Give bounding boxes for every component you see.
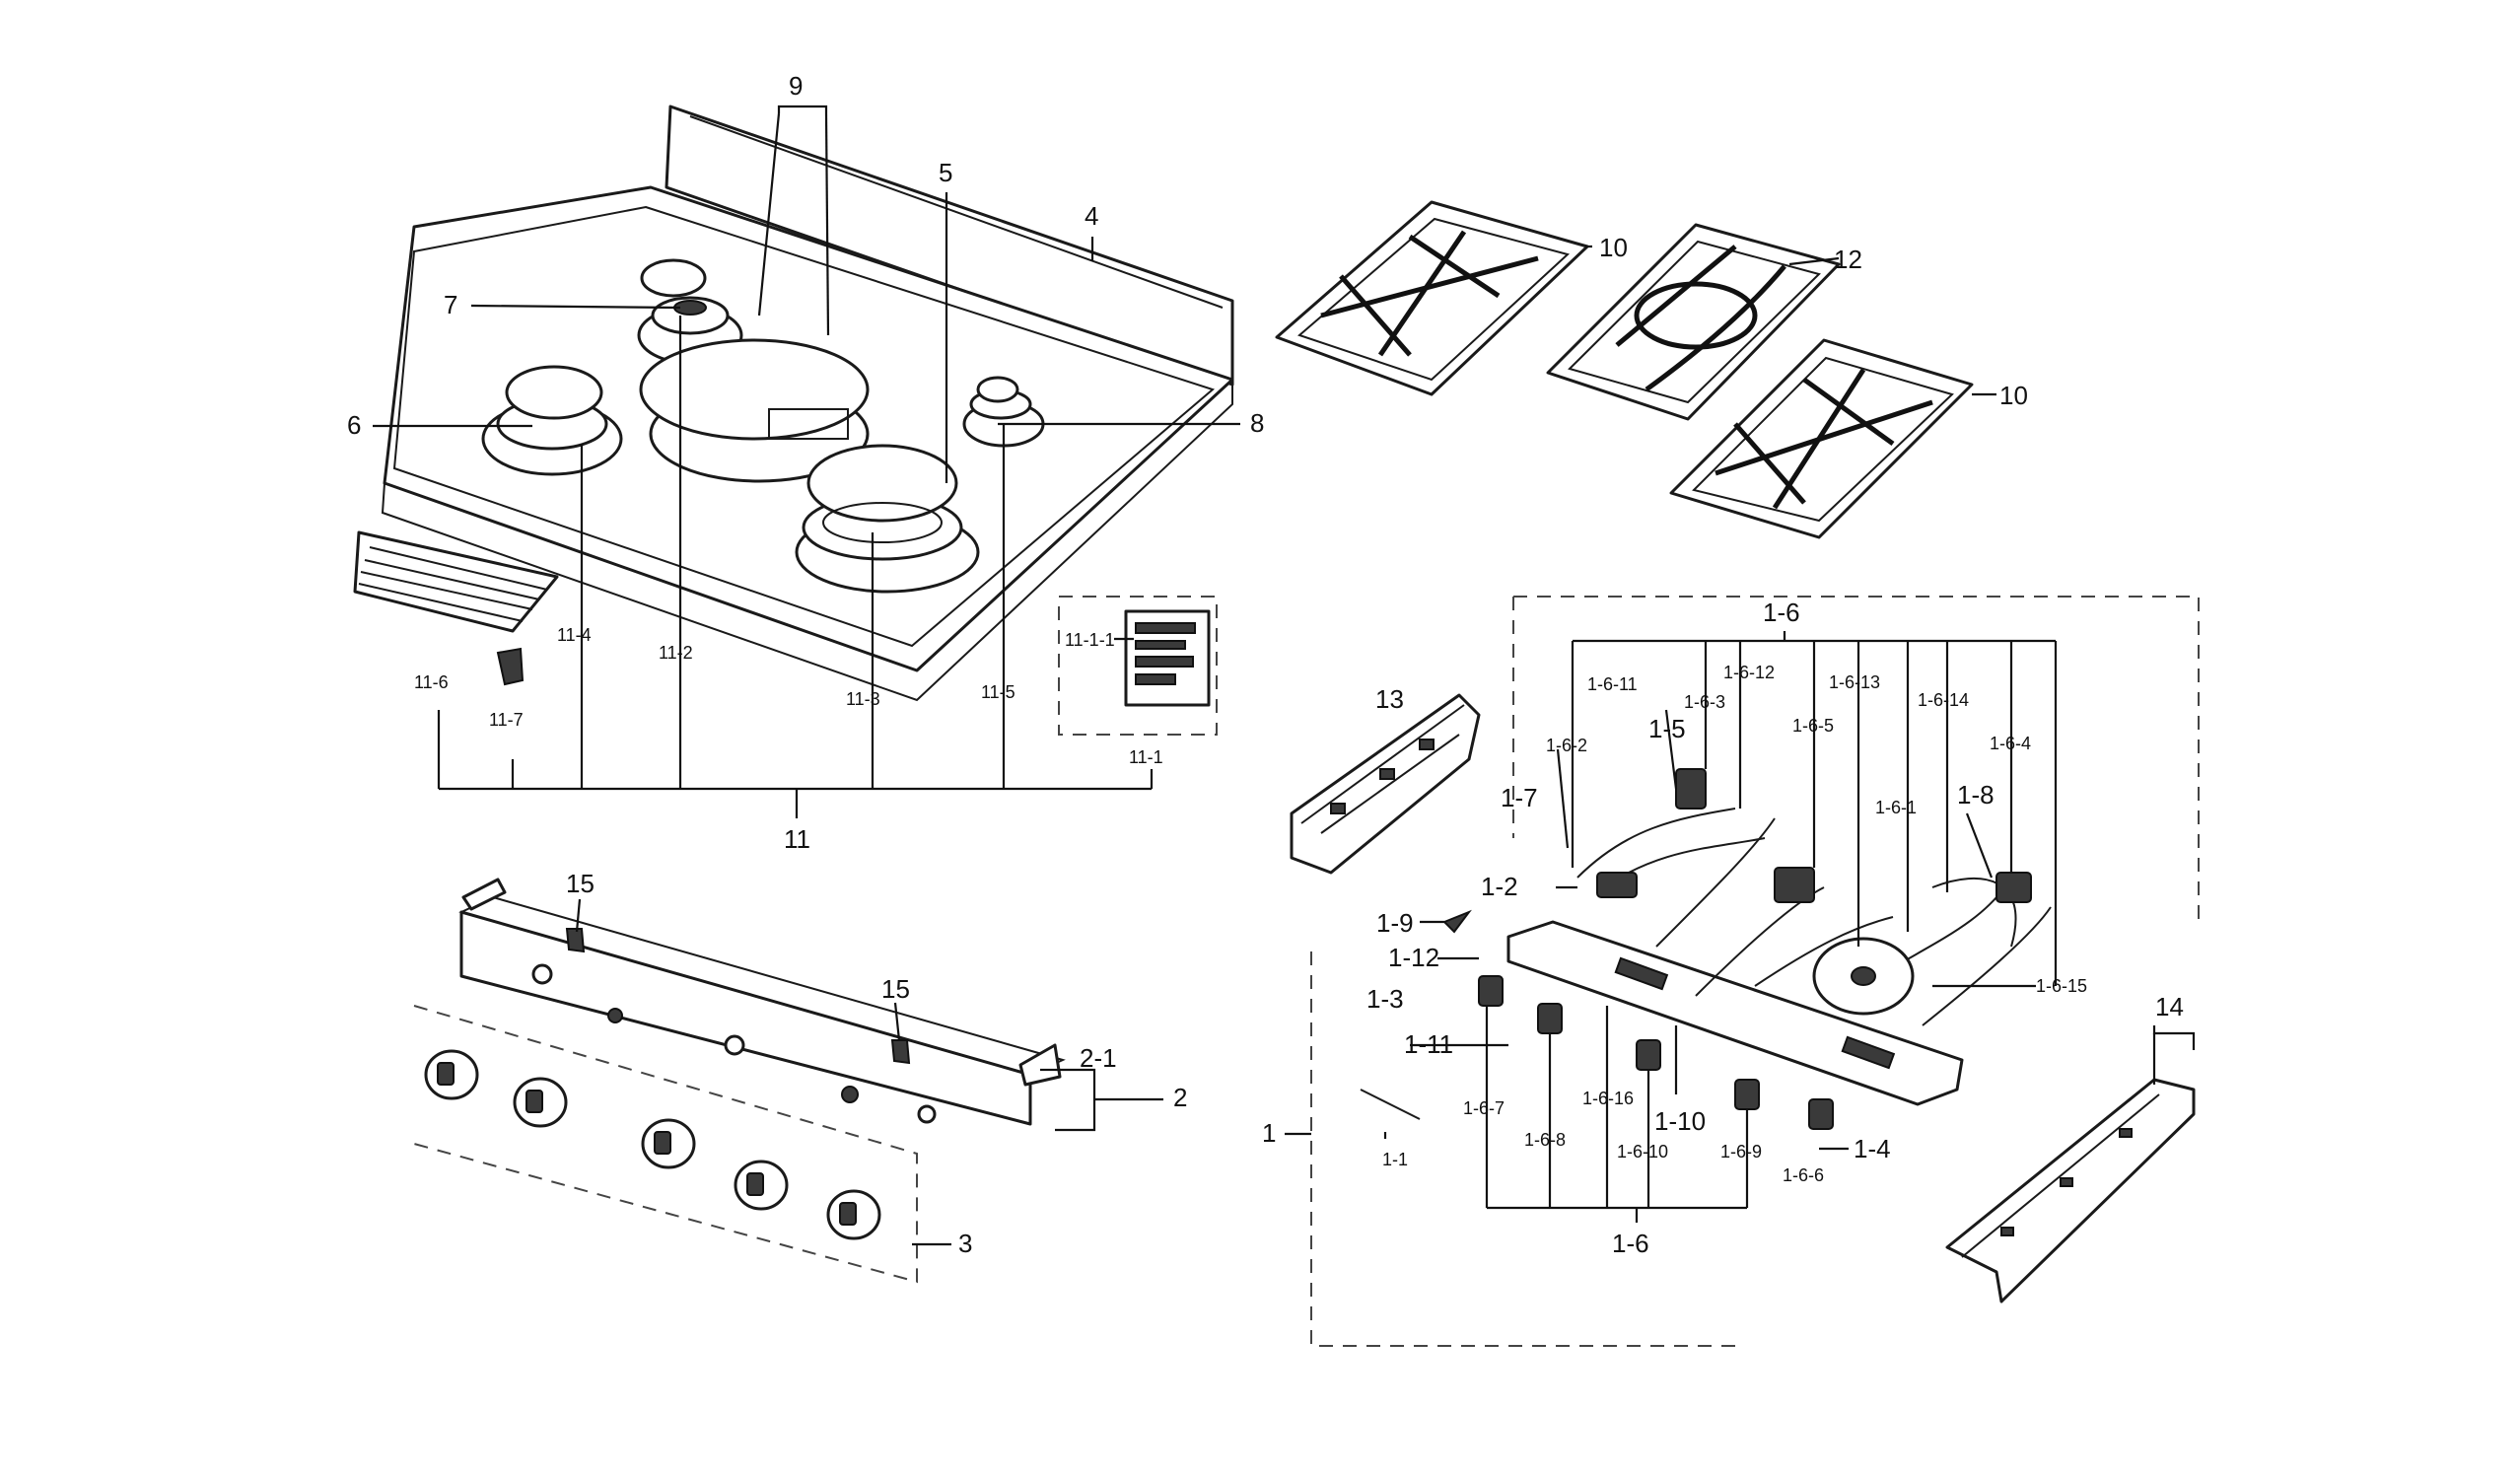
callout-11-3: 11-3: [846, 689, 880, 709]
callout-1-6-11: 1-6-11: [1587, 674, 1638, 694]
callout-5: 5: [939, 158, 952, 187]
callout-4: 4: [1085, 201, 1098, 231]
burner-left-front: [481, 365, 623, 476]
callout-11-5: 11-5: [981, 682, 1015, 702]
callout-1-10: 1-10: [1654, 1106, 1706, 1136]
leader-lines: [373, 105, 2196, 1246]
callout-11-1: 11-1: [1129, 747, 1163, 767]
callout-1-6-4: 1-6-4: [1990, 734, 2031, 753]
knob: [513, 1077, 568, 1128]
callout-2: 2: [1173, 1083, 1187, 1112]
callout-1-3: 1-3: [1366, 984, 1404, 1014]
callout-1-4: 1-4: [1854, 1134, 1891, 1163]
callout-15-right: 15: [881, 974, 910, 1004]
callout-1-6-5: 1-6-5: [1792, 716, 1834, 736]
callout-1-2: 1-2: [1481, 872, 1518, 901]
callout-1-6-1: 1-6-1: [1875, 798, 1917, 817]
callout-1-7: 1-7: [1501, 783, 1538, 812]
callout-1-6-8: 1-6-8: [1524, 1130, 1566, 1150]
small-clip-11-7: [496, 647, 525, 686]
callout-1-12: 1-12: [1388, 943, 1439, 972]
callout-14: 14: [2155, 992, 2184, 1021]
callout-8: 8: [1250, 408, 1264, 438]
burner-large-front: [795, 444, 980, 594]
callout-15-left: 15: [566, 869, 595, 898]
callout-9: 9: [789, 71, 803, 101]
callout-13: 13: [1375, 684, 1404, 714]
callout-1-6-15: 1-6-15: [2036, 976, 2087, 996]
callout-labels: 9 5 4 7 6 8 10 12 10 11-4 11-2 11-3 11-5…: [347, 71, 2184, 1258]
manifold-assembly: [1310, 596, 2200, 1347]
callout-1-8: 1-8: [1957, 780, 1995, 810]
callout-1-6-top: 1-6: [1763, 598, 1800, 627]
knob-set-3: [413, 1005, 918, 1284]
callout-11-7: 11-7: [489, 710, 524, 730]
knob: [734, 1160, 789, 1211]
grate-10-right: [1669, 338, 1974, 539]
callout-1: 1: [1262, 1118, 1276, 1148]
callout-3: 3: [958, 1229, 972, 1258]
callout-1-6-2: 1-6-2: [1546, 736, 1587, 755]
callout-10-left: 10: [1599, 233, 1628, 262]
bracket-13: [1290, 693, 1481, 875]
callout-2-1: 2-1: [1080, 1043, 1117, 1073]
callout-1-6-12: 1-6-12: [1723, 663, 1775, 682]
control-panel-2: [458, 878, 1066, 1126]
callout-1-6-bottom: 1-6: [1612, 1229, 1649, 1258]
callout-1-6-13: 1-6-13: [1829, 672, 1880, 692]
callout-1-6-7: 1-6-7: [1463, 1098, 1505, 1118]
callout-11-4: 11-4: [557, 625, 592, 645]
broiler-grid: [353, 530, 559, 633]
callout-11-1-1: 11-1-1: [1065, 630, 1115, 650]
callout-1-6-16: 1-6-16: [1582, 1089, 1634, 1108]
callout-6: 6: [347, 410, 361, 440]
callout-1-9: 1-9: [1376, 908, 1414, 938]
callout-11: 11: [784, 824, 810, 854]
callout-1-6-3: 1-6-3: [1684, 692, 1725, 712]
callout-1-1: 1-1: [1382, 1150, 1408, 1169]
callout-1-6-10: 1-6-10: [1617, 1142, 1668, 1162]
callout-7: 7: [444, 290, 457, 319]
callout-1-6-14: 1-6-14: [1918, 690, 1969, 710]
callout-12: 12: [1834, 245, 1862, 274]
callout-1-6-6: 1-6-6: [1783, 1165, 1824, 1185]
knob: [826, 1189, 881, 1240]
label-card: [1058, 596, 1218, 736]
knob: [424, 1049, 479, 1100]
grate-12-center: [1546, 223, 1841, 421]
grate-10-left: [1275, 200, 1589, 396]
bracket-14: [1945, 1078, 2196, 1303]
callout-1-5: 1-5: [1648, 714, 1686, 743]
callout-11-2: 11-2: [659, 643, 693, 663]
callout-1-11: 1-11: [1404, 1029, 1453, 1059]
callout-11-6: 11-6: [414, 672, 449, 692]
callout-1-6-9: 1-6-9: [1720, 1142, 1762, 1162]
knob: [641, 1118, 696, 1169]
callout-10-right: 10: [1999, 381, 2028, 410]
oval-center-burner: [639, 338, 870, 483]
